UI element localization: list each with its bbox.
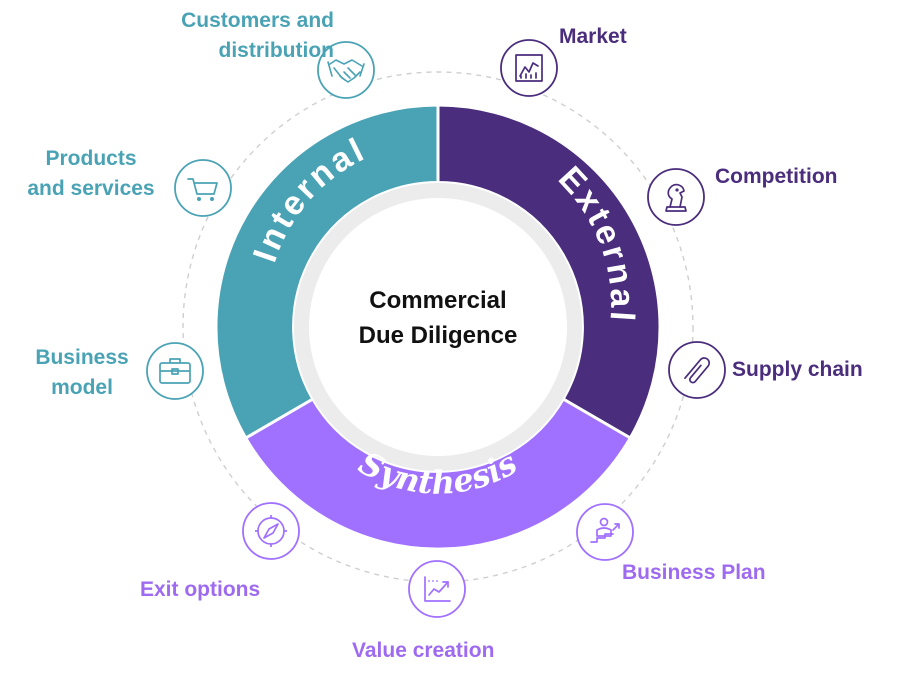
paperclip-icon	[668, 341, 726, 399]
products-label: Products and services	[10, 144, 172, 204]
customers-label-line1: Customers and	[181, 9, 334, 32]
briefcase-icon	[146, 342, 204, 400]
compass-icon	[242, 502, 300, 560]
competition-label: Competition	[715, 165, 838, 188]
center-title-line2: Due Diligence	[359, 322, 518, 349]
internal-segment	[214, 103, 440, 441]
market-label: Market	[559, 25, 627, 48]
business-model-label-line1: Business	[35, 346, 129, 369]
center-title-line1: Commercial	[369, 287, 506, 314]
business-model-label: Business model	[16, 343, 148, 403]
line-chart-icon	[500, 39, 558, 97]
supply-chain-label: Supply chain	[732, 358, 863, 381]
chess-knight-icon	[647, 168, 705, 226]
presenter-growth-icon	[576, 503, 634, 561]
exit-options-label: Exit options	[140, 578, 261, 601]
value-creation-label: Value creation	[352, 639, 495, 662]
center-disk	[309, 198, 567, 456]
handshake-icon	[317, 41, 375, 99]
synthesis-segment	[243, 396, 633, 551]
products-label-line1: Products	[45, 147, 137, 170]
products-label-line2: and services	[27, 177, 155, 200]
customers-label-line2: distribution	[218, 39, 334, 62]
external-segment	[436, 103, 662, 441]
business-plan-label: Business Plan	[622, 561, 766, 584]
business-model-label-line2: model	[51, 376, 113, 399]
growth-chart-icon	[408, 560, 466, 618]
customers-label: Customers and distribution	[120, 6, 334, 66]
shopping-cart-icon	[174, 159, 232, 217]
